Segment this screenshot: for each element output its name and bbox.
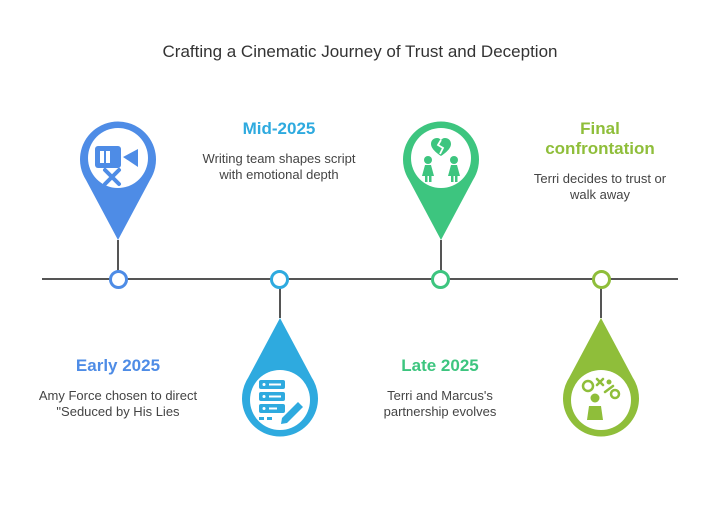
server-edit-icon [259,380,303,424]
pin-mid-2025 [240,316,320,440]
timeline-dot-2 [270,270,289,289]
milestone-mid-2025: Mid-2025 Writing team shapes script with… [199,119,359,183]
pin-early-2025 [78,118,158,242]
connector-2 [279,284,281,318]
pin-final-confrontation [561,316,641,440]
milestone-description: Writing team shapes script with emotiona… [202,151,356,182]
camera-off-icon [95,146,138,186]
timeline-dot-3 [431,270,450,289]
broken-heart-couple-icon [422,138,460,182]
connector-4 [600,284,602,318]
timeline-line [42,278,678,280]
milestone-final-confrontation: Final confrontation Terri decides to tru… [520,119,680,203]
connector-3 [440,240,442,274]
milestone-late-2025: Late 2025 Terri and Marcus's partnership… [360,356,520,420]
milestone-description: Terri decides to trust or walk away [533,171,667,202]
milestone-heading: Late 2025 [401,356,479,375]
decision-person-icon [581,377,621,420]
milestone-heading: Final confrontation [545,119,655,158]
connector-1 [117,240,119,274]
pin-late-2025 [401,118,481,242]
milestone-heading: Mid-2025 [242,119,316,138]
milestone-description: Terri and Marcus's partnership evolves [383,388,497,419]
timeline-dot-1 [109,270,128,289]
timeline-dot-4 [592,270,611,289]
page-title: Crafting a Cinematic Journey of Trust an… [162,42,558,61]
milestone-heading: Early 2025 [75,356,161,375]
milestone-description: Amy Force chosen to direct "Seduced by H… [38,388,198,419]
milestone-early-2025: Early 2025 Amy Force chosen to direct "S… [38,356,198,420]
